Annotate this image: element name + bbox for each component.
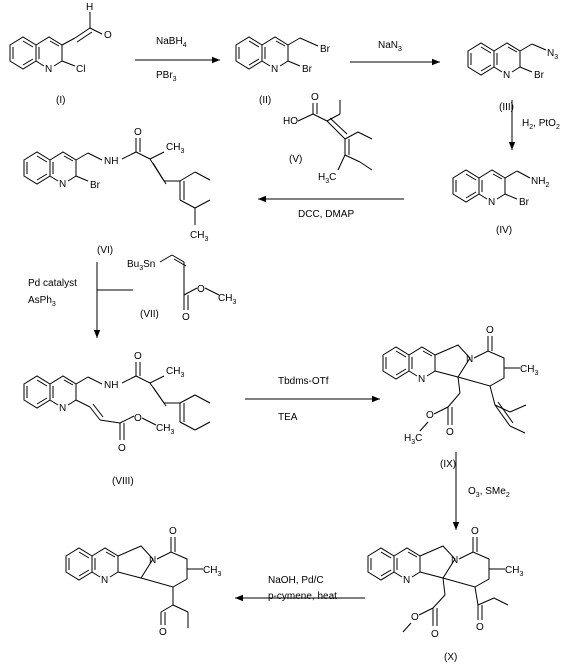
compound-IX: N N O CH3 O O H3C (IX) [382,325,538,470]
atom-cl: Cl [76,64,85,75]
atom-n: N [101,575,108,586]
atom-ch3: CH3 [156,423,174,436]
atom-ho: HO [283,116,298,127]
atom-o: O [446,427,454,438]
atom-h3c: H3C [318,172,336,185]
cond-step3: H2, PtO2 [522,118,560,131]
compound-X: N N O CH3 O O O (X) [367,526,523,663]
label-compound-II: (II) [259,95,271,106]
atom-ch3: CH3 [166,142,184,155]
atom-nh2: NH2 [531,176,549,189]
atom-o: O [411,612,419,623]
atom-o: O [134,127,142,138]
compound-VI: N Br NH O CH3 CH3 (VI) [23,127,211,256]
label-compound-IV: (IV) [496,225,512,236]
atom-ch3: CH3 [190,230,208,243]
atom-nh: NH [104,156,118,167]
label-compound-VI: (VI) [97,245,113,256]
atom-o: O [134,413,142,424]
cond-step5-b: AsPh3 [28,295,56,308]
atom-nh: NH [104,380,118,391]
atom-bu3sn: Bu3Sn [127,259,155,272]
atom-h3c: H3C [404,433,422,446]
atom-n: N [451,555,458,566]
compound-I: N O H Cl (I) [9,2,112,106]
cond-step2: NaN3 [378,40,402,53]
label-compound-V: (V) [289,154,302,165]
final-product: N N O CH3 O [65,526,221,638]
atom-ch3: CH3 [218,293,236,306]
cond-step5-a: Pd catalyst [28,278,77,289]
atom-n: N [418,374,425,385]
atom-n: N [59,179,66,190]
atom-n: N [45,64,52,75]
atom-n: N [403,575,410,586]
compound-IV: N NH2 Br (IV) [452,169,549,236]
atom-br: Br [320,44,331,55]
cond-step4: DCC, DMAP [298,209,354,220]
compound-II: N Br Br (II) [235,36,331,106]
compound-VII: Bu3Sn O O CH3 (VII) [127,254,236,323]
atom-o: O [159,627,167,638]
atom-o: O [311,92,319,103]
atom-n: N [503,70,510,81]
atom-o: O [104,30,112,41]
label-compound-I: (I) [56,95,65,106]
atom-ch3: CH3 [203,565,221,578]
atom-n3: N3 [547,48,558,61]
atom-n: N [488,197,495,208]
atom-o: O [431,629,439,640]
atom-o: O [118,443,126,454]
atom-o: O [182,312,190,323]
label-compound-X: (X) [444,652,457,663]
atom-ch3: CH3 [520,364,538,377]
atom-o: O [197,284,205,295]
cond-step7: O3, SMe2 [468,486,510,499]
atom-h: H [86,2,93,13]
cond-step8-a: NaOH, Pd/C [268,575,324,586]
atom-n: N [59,403,66,414]
atom-o: O [426,410,434,421]
cond-step8-b: p-cymene, heat [268,591,337,602]
atom-n: N [466,354,473,365]
atom-ch3: CH3 [166,366,184,379]
atom-br: Br [534,70,545,81]
label-compound-III: (III) [499,102,514,113]
atom-br: Br [302,64,313,75]
atom-br: Br [90,180,101,191]
cond-step1-b: PBr3 [156,70,177,83]
cond-step1-a: NaBH4 [156,36,187,49]
atom-br: Br [519,197,530,208]
atom-n: N [149,555,156,566]
compound-VIII: N O O CH3 NH O CH3 (VIII) [23,351,211,487]
atom-o: O [134,351,142,362]
atom-o: O [169,526,177,537]
compound-V: O HO H3C (V) [283,92,373,185]
label-compound-VIII: (VIII) [112,476,134,487]
compound-III: N N3 Br (III) [467,42,558,113]
atom-o: O [476,622,484,633]
cond-step6-b: TEA [278,412,298,423]
label-compound-IX: (IX) [440,459,456,470]
atom-o: O [471,526,479,537]
cond-step6-a: Tbdms-OTf [278,376,329,387]
atom-n: N [271,64,278,75]
atom-o: O [486,325,494,336]
atom-ch3: CH3 [505,565,523,578]
label-compound-VII: (VII) [140,309,159,320]
